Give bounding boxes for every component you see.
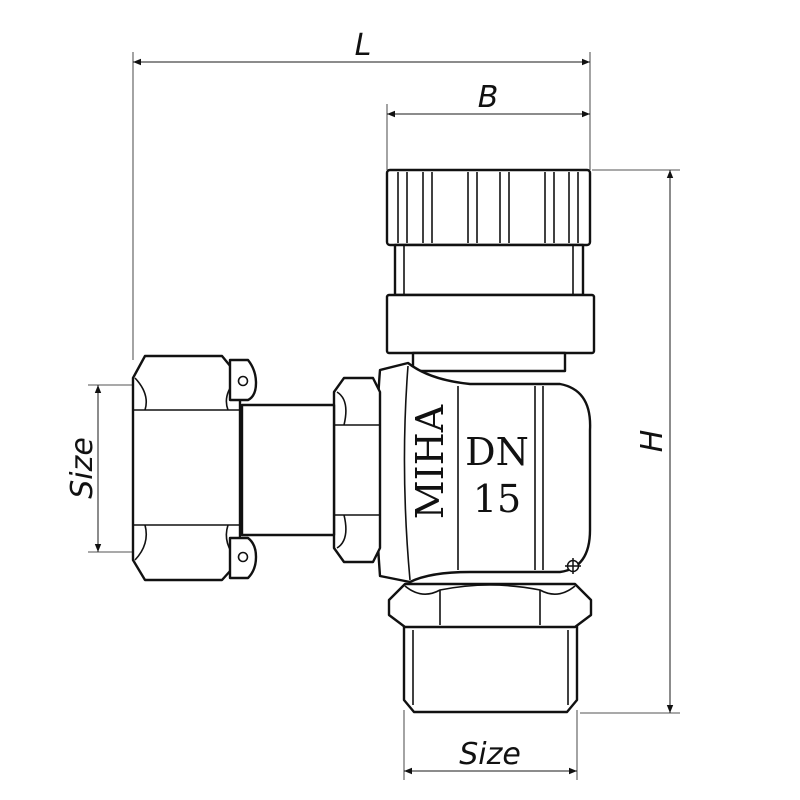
threaded-end [402, 623, 579, 714]
dimension-h: H [580, 169, 680, 714]
side-pipe [240, 403, 336, 537]
dimension-l: L [132, 28, 591, 360]
side-hex-adapter [332, 376, 382, 564]
spindle [393, 243, 585, 297]
bonnet-neck [411, 351, 567, 373]
dimension-label-size-left: Size [65, 437, 100, 499]
seal-hole-icon [237, 551, 249, 563]
seal-hole-icon [237, 375, 249, 387]
dimension-label-size-bottom: Size [459, 737, 521, 772]
valve-body: MIHA DN 15 [374, 361, 592, 584]
crosshair-icon [565, 558, 581, 574]
bottom-hex-nut [387, 582, 593, 629]
dn-label: DN [465, 430, 529, 474]
dn-value: 15 [473, 477, 521, 521]
dimension-size-left: Size [65, 384, 140, 553]
union-nut [131, 354, 258, 582]
top-cap [385, 168, 592, 247]
hex-nut [387, 582, 593, 629]
brand-marking: MIHA [408, 404, 452, 519]
spindle-body [393, 243, 585, 297]
adapter-hex [332, 376, 382, 564]
dimension-label-l: L [355, 28, 372, 63]
dimension-label-b: B [478, 80, 499, 115]
male-thread [402, 623, 579, 714]
dimension-b: B [386, 80, 590, 170]
knurled-cap [385, 168, 592, 247]
pipe-tail [240, 403, 336, 537]
bonnet-ring [385, 293, 596, 355]
dimension-label-h: H [635, 430, 670, 453]
union-nut-hex [131, 354, 242, 582]
dimension-size-bottom: Size [403, 710, 578, 780]
